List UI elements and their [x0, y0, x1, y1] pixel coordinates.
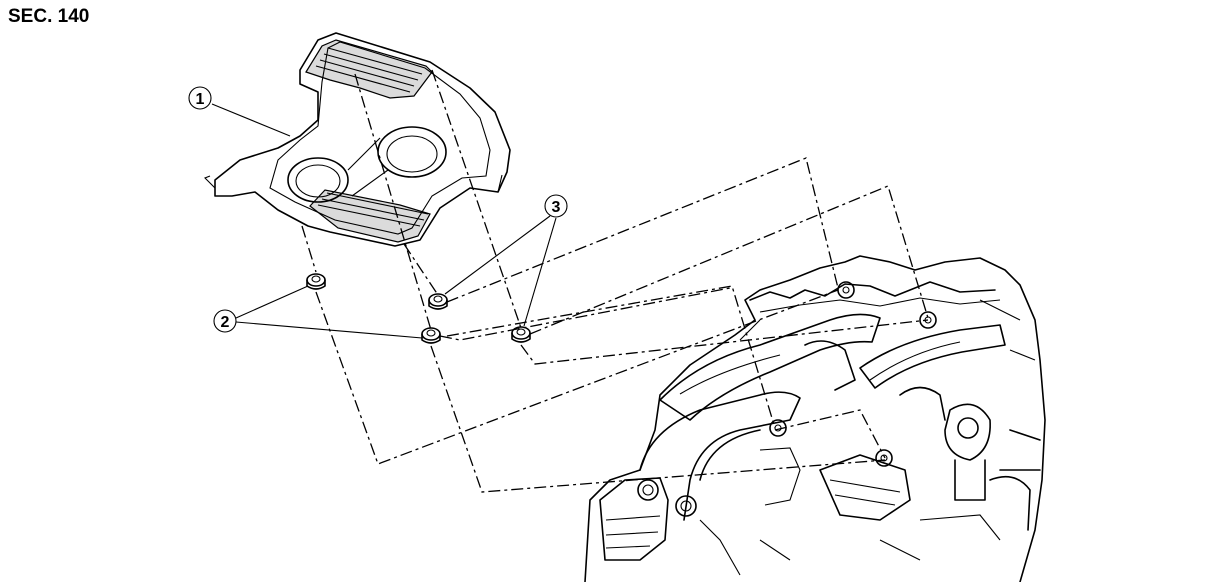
engine-cover — [204, 32, 511, 247]
callout-2-label: 2 — [221, 314, 230, 331]
callout-3-label: 3 — [552, 199, 561, 216]
callout-2: 2 — [213, 285, 423, 339]
alignment-lines — [301, 69, 929, 493]
intake-pipe — [659, 313, 881, 421]
bottom-ribs — [317, 192, 429, 227]
nut-2a — [306, 273, 326, 290]
cover-openings — [287, 126, 447, 203]
mount-bosses — [769, 281, 937, 467]
callout-3: 3 — [444, 194, 568, 327]
engine-assembly — [584, 255, 1046, 582]
callout-1: 1 — [188, 86, 291, 137]
callout-1-label: 1 — [196, 91, 205, 108]
top-ribs — [315, 47, 423, 93]
nut-2b — [421, 327, 441, 344]
top-ribbed-pad — [305, 39, 433, 99]
section-label: SEC. 140 — [8, 6, 90, 27]
nut-3a — [428, 293, 448, 310]
